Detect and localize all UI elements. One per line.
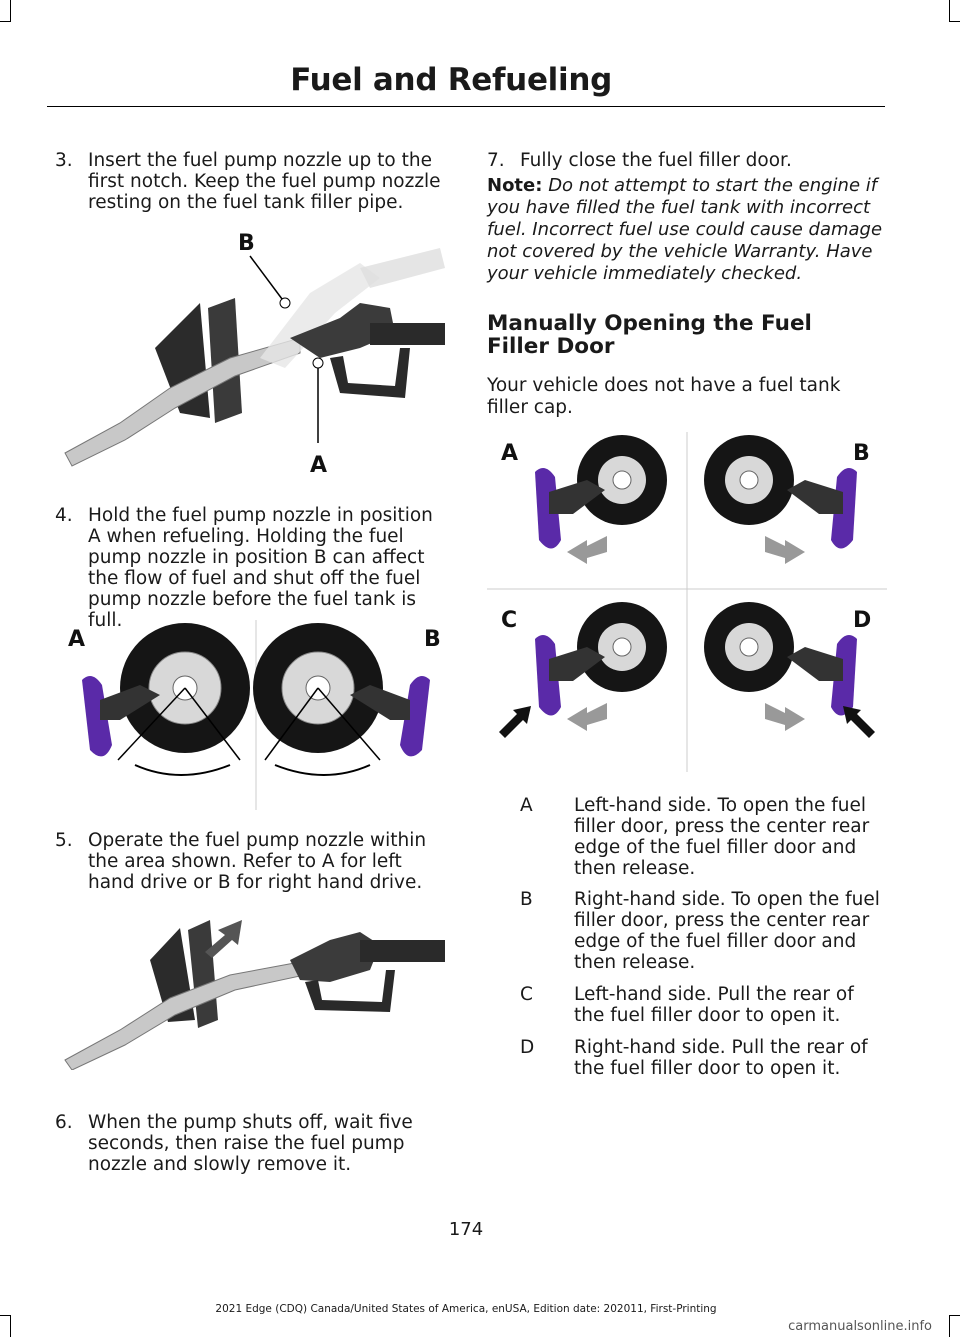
crop-mark [949,1315,960,1316]
section-heading: Manually Opening the Fuel Filler Door [487,311,812,359]
step-number: 6. [55,1112,73,1133]
note: Note: Do not attempt to start the engine… [487,175,887,285]
figure-label-d: D [853,608,871,633]
step-text: Hold the fuel pump nozzle in position A … [88,505,433,631]
step-4: 4. Hold the fuel pump nozzle in position… [55,505,450,631]
note-label: Note: [487,175,543,196]
watermark: carmanualsonline.info [788,1319,932,1334]
figure-label-b: B [238,231,255,256]
step-text: Fully close the fuel filler door. [520,150,792,171]
step-7: 7. Fully close the fuel filler door. [487,150,887,171]
key-letter: C [520,984,533,1005]
key-letter: A [520,795,533,816]
key-letter: D [520,1037,535,1058]
crop-mark [0,1315,11,1316]
step-text: When the pump shuts off, wait five secon… [88,1112,413,1175]
nozzle-position-figure: A B [68,620,441,810]
step-number: 3. [55,150,73,171]
figure-label-a: A [310,453,327,478]
filler-door-figure: A B C D [487,432,887,772]
key-description: Left-hand side. Pull the rear of the fue… [574,984,854,1026]
step-3: 3. Insert the fuel pump nozzle up to the… [55,150,450,213]
figure-label-a: A [68,627,85,652]
step-number: 7. [487,150,505,171]
nozzle-insertion-figure: B A [64,231,445,478]
figure-label-b: B [853,441,870,466]
header-rule [47,106,885,107]
note-text: Do not attempt to start the engine if yo… [487,175,883,284]
crop-mark [949,21,960,22]
page-number: 174 [448,1219,484,1240]
step-number: 4. [55,505,73,526]
step-5: 5. Operate the fuel pump nozzle within t… [55,830,450,893]
crop-mark [949,0,950,22]
nozzle-operate-figure [64,920,445,1070]
footer-edition: 2021 Edge (CDQ) Canada/United States of … [215,1303,717,1315]
step-number: 5. [55,830,73,851]
crop-mark [0,21,11,22]
step-6: 6. When the pump shuts off, wait five se… [55,1112,450,1175]
step-text: Operate the fuel pump nozzle within the … [88,830,427,893]
crop-mark [949,1315,950,1337]
crop-mark [10,1315,11,1337]
figure-label-a: A [501,441,518,466]
key-description: Left-hand side. To open the fuel filler … [574,795,870,879]
key-description: Right-hand side. Pull the rear of the fu… [574,1037,868,1079]
step-text: Insert the fuel pump nozzle up to the fi… [88,150,441,213]
crop-mark [10,0,11,22]
section-intro: Your vehicle does not have a fuel tank f… [487,375,841,418]
page-title: Fuel and Refueling [290,62,612,98]
key-description: Right-hand side. To open the fuel filler… [574,889,880,973]
key-letter: B [520,889,533,910]
figure-label-b: B [424,627,441,652]
figure-label-c: C [501,608,517,633]
